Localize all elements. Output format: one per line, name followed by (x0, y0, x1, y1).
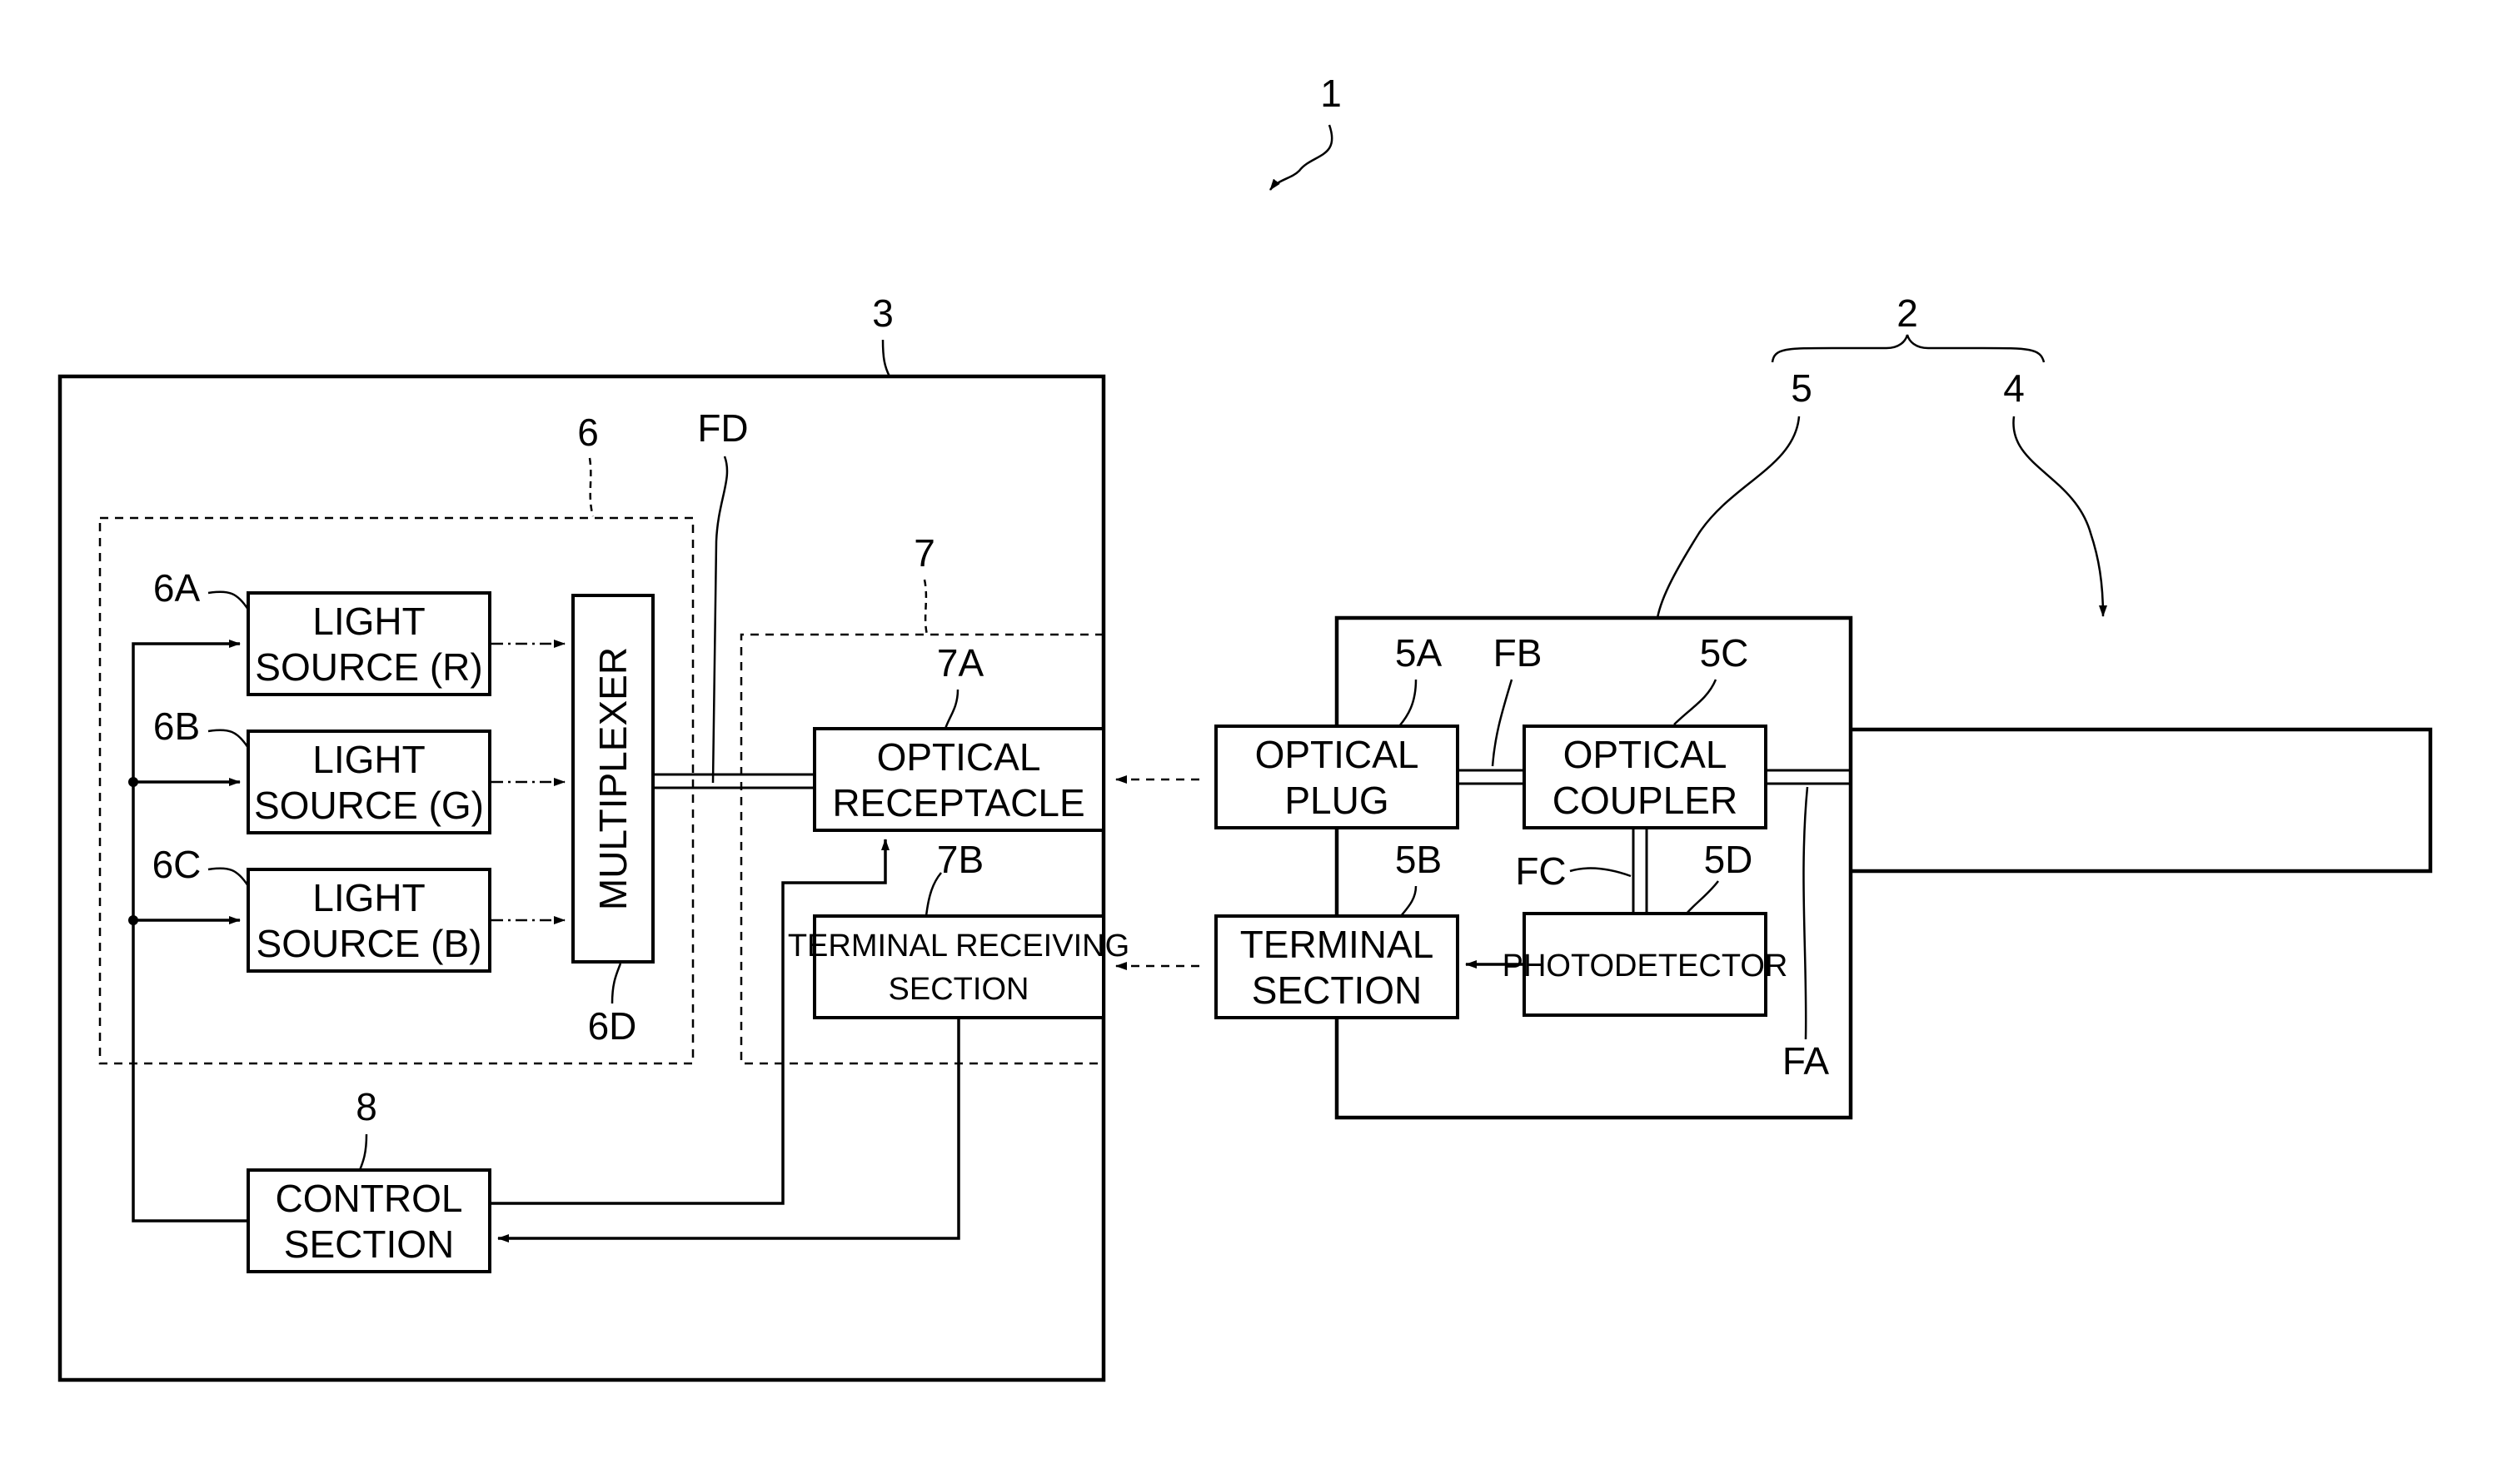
ref-scope-leader (2013, 416, 2103, 616)
bus-junction-b (128, 915, 138, 925)
ref-5b-leader (1401, 886, 1416, 916)
ref-connector-leader (1657, 416, 1799, 618)
ref-6a-label: 6A (153, 566, 201, 610)
ref-processor-label: 3 (872, 291, 894, 335)
light-source-b-line1: LIGHT (312, 876, 425, 919)
ref-fb-leader (1493, 680, 1512, 766)
light-source-g-line1: LIGHT (312, 738, 425, 781)
light-source-r-line2: SOURCE (R) (255, 645, 482, 689)
ref-7a-leader (945, 690, 958, 729)
light-source-g-block: LIGHT SOURCE (G) (248, 731, 490, 833)
ref-fd-leader (713, 456, 727, 783)
ref-light-unit-label: 6 (577, 411, 599, 454)
light-source-g-line2: SOURCE (G) (254, 784, 484, 827)
light-source-b-block: LIGHT SOURCE (B) (248, 869, 490, 971)
ref-system-leader (1270, 125, 1332, 190)
ref-5a-label: 5A (1395, 631, 1443, 675)
ref-fa-label: FA (1782, 1039, 1830, 1083)
ref-connection-leader (925, 580, 927, 635)
terminal-section-line1: TERMINAL (1240, 923, 1434, 966)
control-to-receptacle-line (490, 839, 885, 1203)
ref-connection-label: 7 (914, 531, 935, 575)
ref-connector-label: 5 (1791, 366, 1812, 410)
ref-5a-leader (1399, 680, 1416, 726)
ref-6d-label: 6D (588, 1004, 637, 1048)
ref-fc-leader (1570, 869, 1631, 876)
light-source-r-block: LIGHT SOURCE (R) (248, 593, 490, 695)
terminal-receiving-line1: TERMINAL RECEIVING (788, 929, 1129, 964)
terminal-receiving-line2: SECTION (889, 972, 1029, 1007)
ref-5b-label: 5B (1395, 838, 1442, 881)
ref-scope-label: 4 (2003, 366, 2025, 410)
multiplexer-block: MULTIPLEXER (573, 595, 653, 962)
scope-body (1851, 730, 2430, 871)
ref-control-leader (360, 1134, 366, 1170)
ref-fc-label: FC (1515, 849, 1566, 893)
ref-7a-label: 7A (937, 641, 984, 685)
ref-5c-label: 5C (1700, 631, 1749, 675)
optical-coupler-block: OPTICAL COUPLER (1524, 726, 1766, 828)
ref-fa-leader (1803, 787, 1807, 1039)
ref-6a-leader (208, 592, 248, 610)
optical-plug-line2: PLUG (1284, 779, 1388, 822)
control-section-line2: SECTION (284, 1223, 454, 1266)
photodetector-block: PHOTODETECTOR (1503, 914, 1788, 1015)
ref-system-label: 1 (1320, 72, 1342, 115)
ref-5d-leader (1687, 881, 1718, 914)
ref-6b-label: 6B (153, 705, 200, 748)
ref-6c-label: 6C (152, 843, 202, 886)
control-section-line1: CONTROL (276, 1177, 463, 1220)
light-source-b-line2: SOURCE (B) (257, 922, 482, 965)
ref-fd-label: FD (697, 406, 748, 450)
optical-plug-line1: OPTICAL (1255, 733, 1419, 776)
ref-endoscope-group-brace (1772, 335, 2044, 362)
bus-junction-g (128, 777, 138, 787)
ref-7b-label: 7B (937, 838, 984, 881)
ref-endoscope-group-label: 2 (1896, 291, 1918, 335)
ref-5c-leader (1674, 680, 1716, 725)
ref-control-label: 8 (356, 1085, 377, 1128)
optical-coupler-line1: OPTICAL (1563, 733, 1727, 776)
ref-system: 1 (1270, 72, 1342, 190)
ref-5d-label: 5D (1704, 838, 1753, 881)
optical-receptacle-block: OPTICAL RECEPTACLE (815, 729, 1104, 830)
ref-processor-leader (883, 340, 890, 376)
ref-fb-label: FB (1493, 631, 1543, 675)
terminal-receiving-block: TERMINAL RECEIVING SECTION (788, 916, 1129, 1018)
ref-light-unit-leader (590, 458, 593, 516)
optical-plug-block: OPTICAL PLUG (1216, 726, 1458, 828)
ref-endoscope-group: 2 (1772, 291, 2044, 362)
ref-6d-leader (612, 964, 621, 1003)
photodetector-label: PHOTODETECTOR (1503, 949, 1788, 984)
terminal-section-block: TERMINAL SECTION (1216, 916, 1458, 1018)
light-source-r-line1: LIGHT (312, 600, 425, 643)
terminal-section-line2: SECTION (1252, 969, 1422, 1012)
optical-receptacle-line1: OPTICAL (877, 735, 1041, 779)
multiplexer-label: MULTIPLEXER (591, 647, 635, 910)
optical-coupler-line2: COUPLER (1553, 779, 1737, 822)
ref-6c-leader (208, 869, 248, 886)
control-section-block: CONTROL SECTION (248, 1170, 490, 1272)
ref-6b-leader (208, 730, 248, 748)
optical-receptacle-line2: RECEPTACLE (832, 781, 1084, 824)
terminal-receiving-to-control-line (498, 1018, 959, 1238)
